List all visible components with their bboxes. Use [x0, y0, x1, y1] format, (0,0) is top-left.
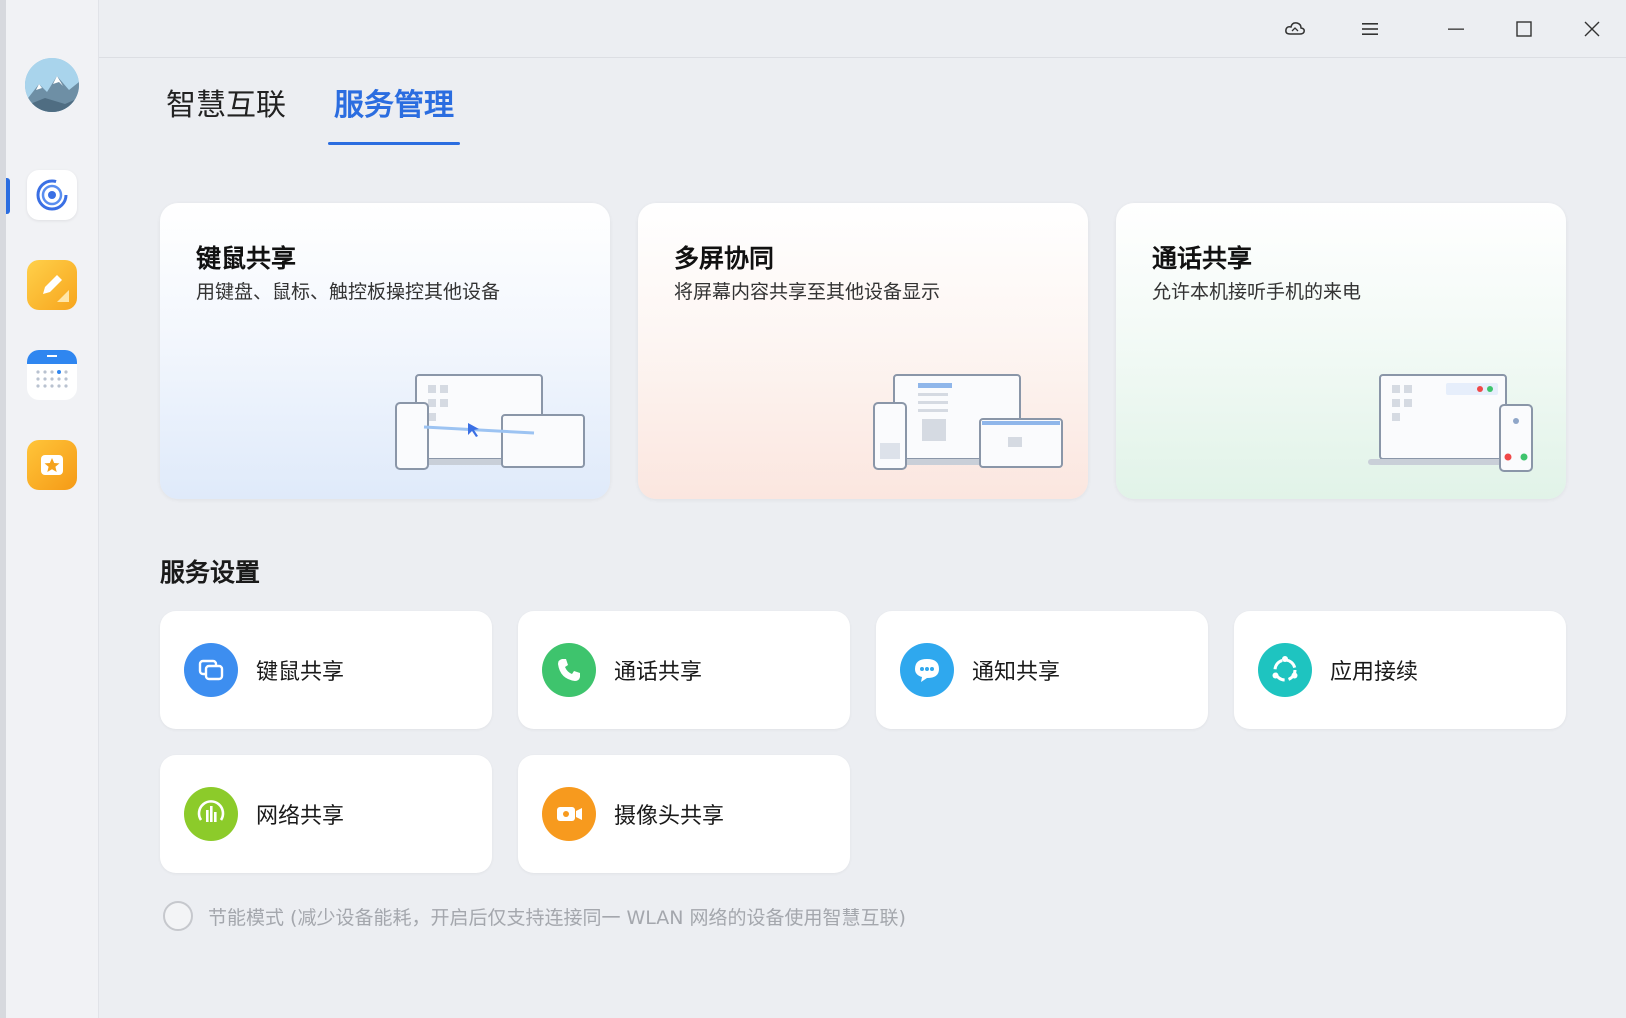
- power-saving-label: 节能模式 (减少设备能耗，开启后仅支持连接同一 WLAN 网络的设备使用智慧互联…: [208, 907, 906, 929]
- keyboard-mouse-share-icon: [184, 643, 238, 697]
- maximize-button[interactable]: [1507, 14, 1541, 44]
- minimize-button[interactable]: [1439, 14, 1473, 44]
- section-title-service-settings: 服务设置: [160, 558, 261, 587]
- service-tile-label: 应用接续: [1330, 660, 1419, 685]
- service-tile-network-share[interactable]: 网络共享: [160, 755, 492, 873]
- cloud-button[interactable]: [1278, 14, 1312, 44]
- menu-button[interactable]: [1353, 14, 1387, 44]
- service-tile-notification-share[interactable]: 通知共享: [876, 611, 1208, 729]
- feature-card-call-share[interactable]: 通话共享 允许本机接听手机的来电: [1116, 203, 1566, 499]
- phone-icon: [542, 643, 596, 697]
- sidebar: [6, 0, 99, 1018]
- nav-active-indicator: [6, 178, 10, 214]
- close-icon: [1584, 21, 1600, 37]
- service-tile-label: 通话共享: [614, 660, 703, 685]
- service-tile-label: 网络共享: [256, 804, 345, 829]
- cloud-icon: [1285, 22, 1305, 35]
- power-saving-radio[interactable]: [163, 901, 193, 931]
- minimize-icon: [1448, 28, 1464, 30]
- feature-card-keyboard-mouse-share[interactable]: 键鼠共享 用键盘、鼠标、触控板操控其他设备: [160, 203, 610, 499]
- tab-service-management[interactable]: 服务管理: [334, 88, 454, 123]
- tab-smart-connect[interactable]: 智慧互联: [166, 88, 286, 123]
- close-button[interactable]: [1575, 14, 1609, 44]
- calendar-icon: [27, 350, 77, 388]
- nav-notes[interactable]: [27, 260, 77, 310]
- service-tile-label: 键鼠共享: [256, 660, 345, 685]
- smart-connect-icon: [36, 179, 68, 211]
- feature-card-description: 将屏幕内容共享至其他设备显示: [674, 281, 941, 303]
- laptop-tablet-phone-illustration-icon: [395, 374, 585, 470]
- feature-card-description: 允许本机接听手机的来电: [1152, 281, 1362, 303]
- service-tile-label: 摄像头共享: [614, 804, 725, 829]
- service-tile-keyboard-mouse-share[interactable]: 键鼠共享: [160, 611, 492, 729]
- service-tile-camera-share[interactable]: 摄像头共享: [518, 755, 850, 873]
- network-share-icon: [184, 787, 238, 841]
- feature-card-title: 多屏协同: [674, 244, 775, 273]
- app-window: 智慧互联 服务管理 键鼠共享 用键盘、鼠标、触控板操控其他设备 多屏协同 将屏幕…: [6, 0, 1626, 1018]
- titlebar: [99, 0, 1626, 58]
- feature-card-multi-screen[interactable]: 多屏协同 将屏幕内容共享至其他设备显示: [638, 203, 1088, 499]
- service-tile-label: 通知共享: [972, 660, 1061, 685]
- menu-icon: [1362, 23, 1378, 35]
- notes-icon: [43, 275, 69, 302]
- avatar[interactable]: [25, 58, 79, 112]
- laptop-phone-call-illustration-icon: [1368, 374, 1533, 472]
- feature-card-title: 键鼠共享: [196, 244, 297, 273]
- app-relay-icon: [1258, 643, 1312, 697]
- maximize-icon: [1516, 21, 1532, 37]
- feature-card-description: 用键盘、鼠标、触控板操控其他设备: [196, 281, 501, 303]
- background-window-edge: [0, 0, 6, 1018]
- feature-card-title: 通话共享: [1152, 244, 1253, 273]
- nav-calendar[interactable]: [27, 350, 77, 400]
- nav-smart-connect[interactable]: [27, 170, 77, 220]
- camera-icon: [542, 787, 596, 841]
- nav-favorites[interactable]: [27, 440, 77, 490]
- chat-bubble-icon: [900, 643, 954, 697]
- favorites-icon: [41, 455, 63, 475]
- service-tile-call-share[interactable]: 通话共享: [518, 611, 850, 729]
- service-tile-app-relay[interactable]: 应用接续: [1234, 611, 1566, 729]
- active-tab-underline: [328, 142, 460, 145]
- multi-screen-illustration-icon: [873, 374, 1063, 470]
